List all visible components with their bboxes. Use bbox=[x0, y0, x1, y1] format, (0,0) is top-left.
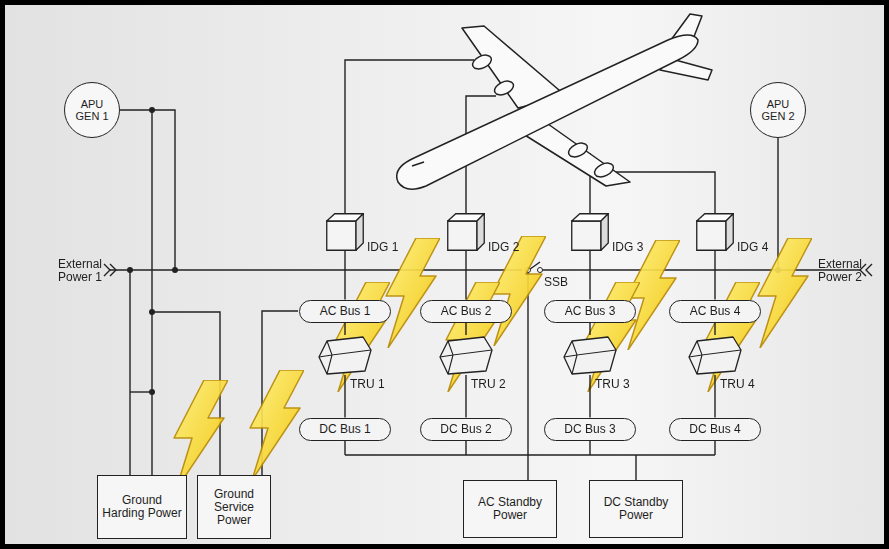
node-label: AC Bus 1 bbox=[320, 305, 371, 318]
power-box: AC Standby Power bbox=[463, 480, 557, 538]
idg-4-drive bbox=[612, 172, 715, 213]
external-power-label: External Power 1 bbox=[22, 258, 102, 284]
idg-unit: IDG 1 bbox=[326, 213, 398, 251]
idg-1-drive bbox=[345, 60, 474, 213]
bus-wire bbox=[465, 323, 466, 336]
node-label: IDG 4 bbox=[737, 241, 768, 254]
node-label: TRU 1 bbox=[350, 378, 385, 391]
tru-unit: TRU 1 bbox=[318, 335, 385, 391]
main-bus-wire bbox=[540, 269, 860, 270]
power-box: Ground Service Power bbox=[197, 475, 271, 539]
bus-wire bbox=[465, 375, 466, 418]
bus-wire bbox=[344, 375, 345, 418]
idg-cube bbox=[447, 213, 485, 251]
generator-circle: APU GEN 1 bbox=[64, 82, 120, 138]
idg-cube bbox=[696, 213, 734, 251]
dc-bus: DC Bus 1 bbox=[299, 418, 391, 441]
idg-unit: IDG 3 bbox=[571, 213, 643, 251]
node-label: DC Standby Power bbox=[594, 496, 678, 522]
ac-standby-wire bbox=[527, 270, 528, 480]
generator-circle: APU GEN 2 bbox=[750, 82, 806, 138]
bus-wire bbox=[465, 251, 466, 300]
tie-wire bbox=[130, 391, 152, 392]
node-label: TRU 3 bbox=[595, 378, 630, 391]
apu-1-wire bbox=[120, 110, 175, 270]
apu-2-wire bbox=[777, 138, 778, 270]
bus-wire bbox=[589, 375, 590, 418]
bus-wire bbox=[589, 251, 590, 300]
node-label: TRU 2 bbox=[471, 378, 506, 391]
tru-shape bbox=[563, 335, 617, 375]
background-panel bbox=[5, 5, 884, 544]
tru-unit: TRU 4 bbox=[688, 335, 755, 391]
main-bus-wire bbox=[110, 269, 522, 270]
dc-bus: DC Bus 2 bbox=[420, 418, 512, 441]
external-power-label: External Power 2 bbox=[818, 258, 880, 284]
idg-unit: IDG 4 bbox=[696, 213, 768, 251]
node-label: IDG 2 bbox=[488, 241, 519, 254]
node-label: DC Bus 4 bbox=[689, 423, 740, 436]
bus-wire bbox=[714, 375, 715, 418]
tru-unit: TRU 3 bbox=[563, 335, 630, 391]
node-label: IDG 1 bbox=[367, 241, 398, 254]
node-label: DC Bus 1 bbox=[319, 423, 370, 436]
bus-wire bbox=[589, 323, 590, 336]
idg-cube bbox=[326, 213, 364, 251]
dc-tie-wire bbox=[345, 441, 715, 455]
bus-wire bbox=[344, 251, 345, 300]
ac-bus: AC Bus 2 bbox=[420, 300, 512, 323]
bus-wire bbox=[344, 323, 345, 336]
tru-shape bbox=[688, 335, 742, 375]
tru-shape bbox=[318, 335, 372, 375]
idg-cube bbox=[571, 213, 609, 251]
airplane-illustration bbox=[397, 14, 712, 189]
power-box: Ground Harding Power bbox=[97, 475, 187, 539]
ac-bus: AC Bus 3 bbox=[544, 300, 636, 323]
power-box: DC Standby Power bbox=[589, 480, 683, 538]
node-label: DC Bus 3 bbox=[564, 423, 615, 436]
dc-standby-wire bbox=[635, 455, 636, 480]
idg-unit: IDG 2 bbox=[447, 213, 519, 251]
node-label: Ground Harding Power bbox=[102, 494, 182, 520]
node-label: DC Bus 2 bbox=[440, 423, 491, 436]
node-label: AC Bus 3 bbox=[565, 305, 616, 318]
bus-wire bbox=[714, 323, 715, 336]
node-label: Ground Service Power bbox=[202, 488, 266, 527]
node-label: AC Bus 4 bbox=[690, 305, 741, 318]
tru-unit: TRU 2 bbox=[439, 335, 506, 391]
ssb-label: SSB bbox=[544, 276, 574, 289]
dc-bus: DC Bus 3 bbox=[544, 418, 636, 441]
node-label: IDG 3 bbox=[612, 241, 643, 254]
node-label: AC Bus 2 bbox=[441, 305, 492, 318]
external-power-1-plug bbox=[104, 264, 116, 276]
node-label: APU GEN 2 bbox=[761, 98, 795, 122]
ac-bus: AC Bus 4 bbox=[669, 300, 761, 323]
ac-bus: AC Bus 1 bbox=[299, 300, 391, 323]
ground-harding-wire bbox=[129, 270, 130, 475]
ground-harding-wire bbox=[151, 110, 152, 475]
node-label: AC Standby Power bbox=[468, 496, 552, 522]
bus-wire bbox=[714, 251, 715, 300]
node-label: APU GEN 1 bbox=[75, 98, 109, 122]
lightning-bolts bbox=[174, 236, 812, 490]
dc-bus: DC Bus 4 bbox=[669, 418, 761, 441]
node-label: TRU 4 bbox=[720, 378, 755, 391]
tru-shape bbox=[439, 335, 493, 375]
